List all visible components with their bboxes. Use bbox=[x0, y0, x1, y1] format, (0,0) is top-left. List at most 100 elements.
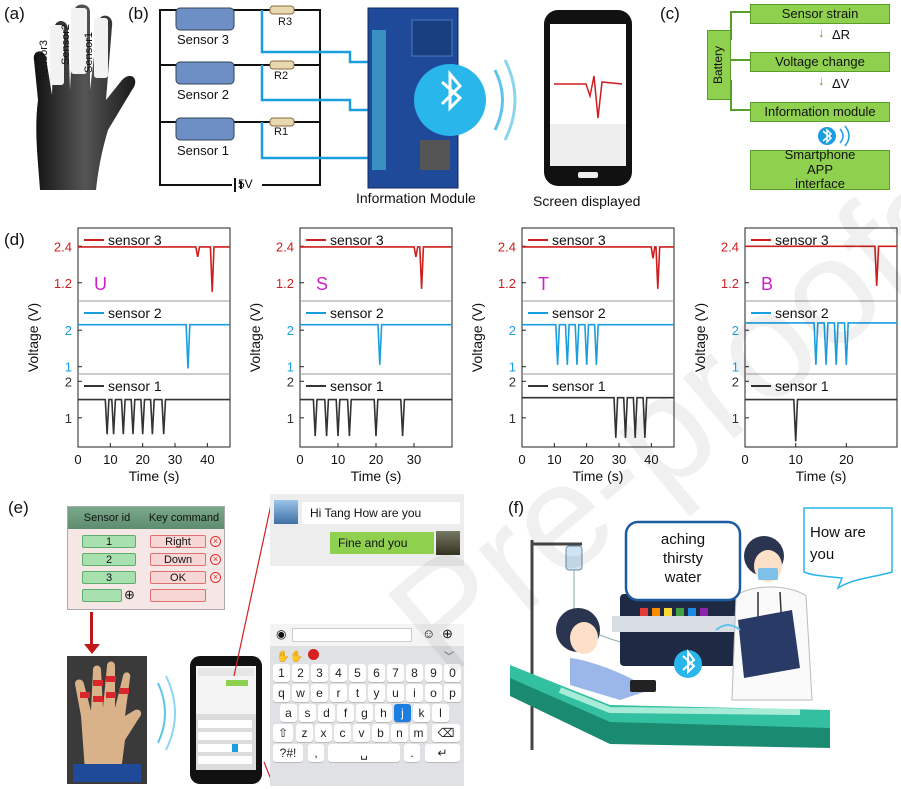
delete-icon[interactable]: × bbox=[210, 572, 221, 583]
step-sensor-strain: Sensor strain bbox=[750, 4, 890, 24]
y-tick-label: 1.2 bbox=[721, 276, 739, 291]
legend-label: sensor 3 bbox=[108, 232, 162, 248]
key-j[interactable]: j bbox=[394, 704, 411, 722]
resistor-r1-label: R1 bbox=[274, 126, 289, 138]
key-9[interactable]: 9 bbox=[425, 664, 442, 682]
x-axis-label: Time (s) bbox=[796, 468, 847, 484]
key-3[interactable]: 3 bbox=[311, 664, 328, 682]
key-2[interactable]: 2 bbox=[292, 664, 309, 682]
y-tick-label: 2.4 bbox=[498, 239, 516, 254]
letter-label: B bbox=[761, 274, 773, 294]
key-m[interactable]: m bbox=[410, 724, 427, 742]
legend-label: sensor 1 bbox=[108, 378, 162, 394]
y-tick-label: 1 bbox=[65, 411, 72, 426]
key-x[interactable]: x bbox=[315, 724, 332, 742]
period-key[interactable]: . bbox=[404, 744, 420, 762]
space-key[interactable]: ␣ bbox=[328, 744, 400, 762]
legend-label: sensor 1 bbox=[775, 378, 829, 394]
key-v[interactable]: v bbox=[353, 724, 370, 742]
key-0[interactable]: 0 bbox=[444, 664, 461, 682]
message-input[interactable] bbox=[292, 628, 412, 642]
key-f[interactable]: f bbox=[337, 704, 354, 722]
y-tick-label: 1 bbox=[732, 411, 739, 426]
key-a[interactable]: a bbox=[280, 704, 297, 722]
emoji-suggestion-icon[interactable]: ✋✋ bbox=[276, 651, 304, 663]
series-line bbox=[522, 246, 674, 289]
key-o[interactable]: o bbox=[425, 684, 442, 702]
legend-label: sensor 3 bbox=[330, 232, 384, 248]
y-tick-label: 2.4 bbox=[276, 239, 294, 254]
chevron-down-icon[interactable]: ﹀ bbox=[444, 652, 454, 663]
key-i[interactable]: i bbox=[406, 684, 423, 702]
y-tick-label: 2.4 bbox=[721, 239, 739, 254]
key-q[interactable]: q bbox=[273, 684, 290, 702]
key-p[interactable]: p bbox=[444, 684, 461, 702]
key-6[interactable]: 6 bbox=[368, 664, 385, 682]
key-t[interactable]: t bbox=[349, 684, 366, 702]
series-line bbox=[300, 323, 452, 365]
sticker-icon[interactable] bbox=[308, 649, 319, 660]
key-g[interactable]: g bbox=[356, 704, 373, 722]
key-u[interactable]: u bbox=[387, 684, 404, 702]
plus-icon[interactable]: ⊕ bbox=[442, 626, 453, 641]
y-axis-label: Voltage (V) bbox=[25, 303, 41, 372]
voice-icon[interactable]: ◉ bbox=[276, 627, 287, 641]
x-tick-label: 40 bbox=[644, 452, 658, 467]
finger-label-sensor1: Sensor1 bbox=[83, 32, 95, 73]
backspace-key[interactable]: ⌫ bbox=[432, 724, 460, 742]
key-z[interactable]: z bbox=[296, 724, 313, 742]
key-4[interactable]: 4 bbox=[330, 664, 347, 682]
speech-bubble-text: How are you bbox=[810, 522, 866, 566]
table-row-cmd[interactable]: Down bbox=[150, 553, 206, 566]
new-row-cmd-input[interactable] bbox=[150, 589, 206, 602]
key-s[interactable]: s bbox=[299, 704, 316, 722]
chart-frame bbox=[77, 227, 231, 448]
comma-key[interactable]: , bbox=[308, 744, 324, 762]
step-voltage-change: Voltage change bbox=[750, 52, 890, 72]
key-c[interactable]: c bbox=[334, 724, 351, 742]
arrow-down-icon bbox=[84, 644, 100, 654]
key-k[interactable]: k bbox=[413, 704, 430, 722]
y-axis-label: Voltage (V) bbox=[469, 303, 485, 372]
table-row-cmd[interactable]: OK bbox=[150, 571, 206, 584]
key-n[interactable]: n bbox=[391, 724, 408, 742]
delta-r-label: ΔR bbox=[832, 27, 851, 42]
key-e[interactable]: e bbox=[311, 684, 328, 702]
key-b[interactable]: b bbox=[372, 724, 389, 742]
key-8[interactable]: 8 bbox=[406, 664, 423, 682]
delete-icon[interactable]: × bbox=[210, 536, 221, 547]
key-y[interactable]: y bbox=[368, 684, 385, 702]
add-row-icon[interactable]: ⊕ bbox=[124, 587, 135, 602]
symbols-key[interactable]: ?#! bbox=[273, 744, 303, 762]
table-row-cmd[interactable]: Right bbox=[150, 535, 206, 548]
y-tick-label: 1 bbox=[287, 411, 294, 426]
key-r[interactable]: r bbox=[330, 684, 347, 702]
letter-label: S bbox=[316, 274, 328, 294]
enter-key[interactable]: ↵ bbox=[425, 744, 460, 762]
x-tick-label: 20 bbox=[369, 452, 383, 467]
key-5[interactable]: 5 bbox=[349, 664, 366, 682]
shift-key[interactable]: ⇧ bbox=[273, 724, 293, 742]
new-row-id-input[interactable] bbox=[82, 589, 122, 602]
key-d[interactable]: d bbox=[318, 704, 335, 722]
speech-line-2: you bbox=[810, 546, 835, 563]
panel-d-label: (d) bbox=[4, 230, 25, 249]
letter-label: U bbox=[94, 274, 107, 294]
key-1[interactable]: 1 bbox=[273, 664, 290, 682]
key-h[interactable]: h bbox=[375, 704, 392, 722]
key-w[interactable]: w bbox=[292, 684, 309, 702]
bluetooth-icon bbox=[818, 125, 850, 147]
table-row-id[interactable]: 3 bbox=[82, 571, 136, 584]
legend-label: sensor 3 bbox=[775, 232, 829, 248]
y-axis-label: Voltage (V) bbox=[692, 303, 708, 372]
table-row-id[interactable]: 2 bbox=[82, 553, 136, 566]
key-7[interactable]: 7 bbox=[387, 664, 404, 682]
key-l[interactable]: l bbox=[432, 704, 449, 722]
table-row-id[interactable]: 1 bbox=[82, 535, 136, 548]
emoji-icon[interactable]: ☺ bbox=[422, 626, 436, 641]
y-tick-label: 2 bbox=[287, 374, 294, 389]
delete-icon[interactable]: × bbox=[210, 554, 221, 565]
letter-label: T bbox=[538, 274, 549, 294]
